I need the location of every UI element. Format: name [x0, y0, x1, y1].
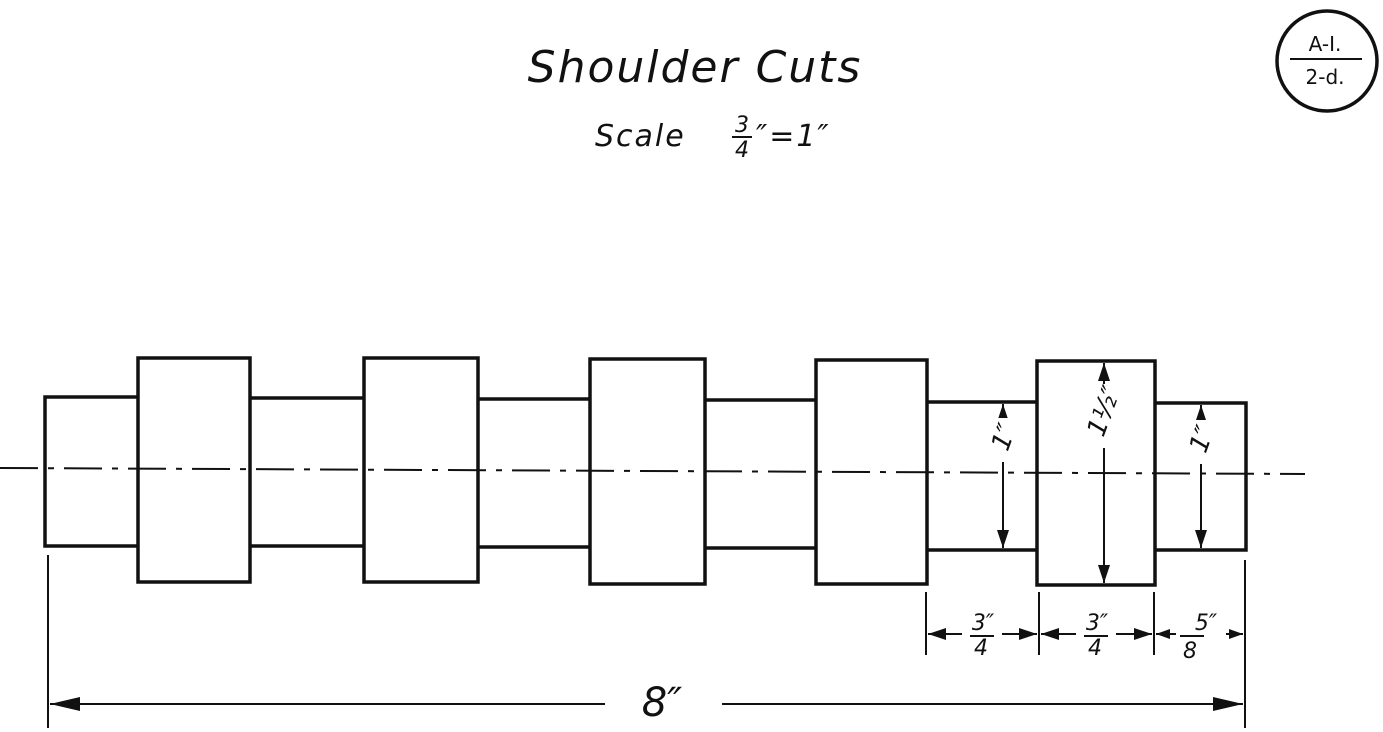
dimension-length-1-numerator: 3″: [972, 611, 995, 636]
sheet-number-badge: A-I. 2-d.: [1275, 9, 1379, 113]
dimension-overall: 8″: [50, 680, 1243, 726]
dimension-length-3-denominator: 8: [1183, 639, 1197, 664]
dimension-dia-left: 1″: [986, 404, 1023, 548]
badge-bottom-text: 2-d.: [1306, 65, 1345, 89]
badge-circle: [1275, 9, 1379, 113]
dimension-length-1-denominator: 4: [974, 636, 988, 661]
dimension-length-1: 3″ 4: [928, 611, 1037, 661]
shaft-segment-2: [246, 396, 370, 548]
shaft-collar-1: [136, 356, 252, 584]
dimension-length-2-denominator: 4: [1088, 636, 1102, 661]
shaft-segment-1: [43, 395, 145, 548]
center-line: [0, 467, 1306, 475]
badge-top-text: A-I.: [1309, 32, 1342, 56]
drawing-title: Shoulder Cuts: [528, 42, 863, 93]
scale-note: Scale 3 4 ″=1″: [595, 113, 831, 163]
shaft-segment-5: [922, 400, 1042, 552]
scale-fraction-numerator: 3: [735, 113, 749, 138]
dimension-length-3-numerator: 5″: [1195, 611, 1218, 636]
dimension-length-2-numerator: 3″: [1086, 611, 1109, 636]
dimension-length-3: 5″ 8: [1156, 611, 1243, 664]
scale-ratio: ″=1″: [756, 119, 831, 154]
shaft-segment-4: [701, 398, 821, 550]
scale-fraction-denominator: 4: [735, 138, 749, 163]
dimension-length-2: 3″ 4: [1041, 611, 1152, 661]
extension-lines: [47, 555, 1246, 728]
shaft-segment-3: [474, 397, 596, 549]
dimension-dia-right: 1″: [1184, 405, 1221, 548]
scale-label: Scale: [595, 119, 686, 154]
dimension-dia-collar: 1½″: [1082, 363, 1127, 583]
dimension-overall-label: 8″: [642, 680, 682, 726]
